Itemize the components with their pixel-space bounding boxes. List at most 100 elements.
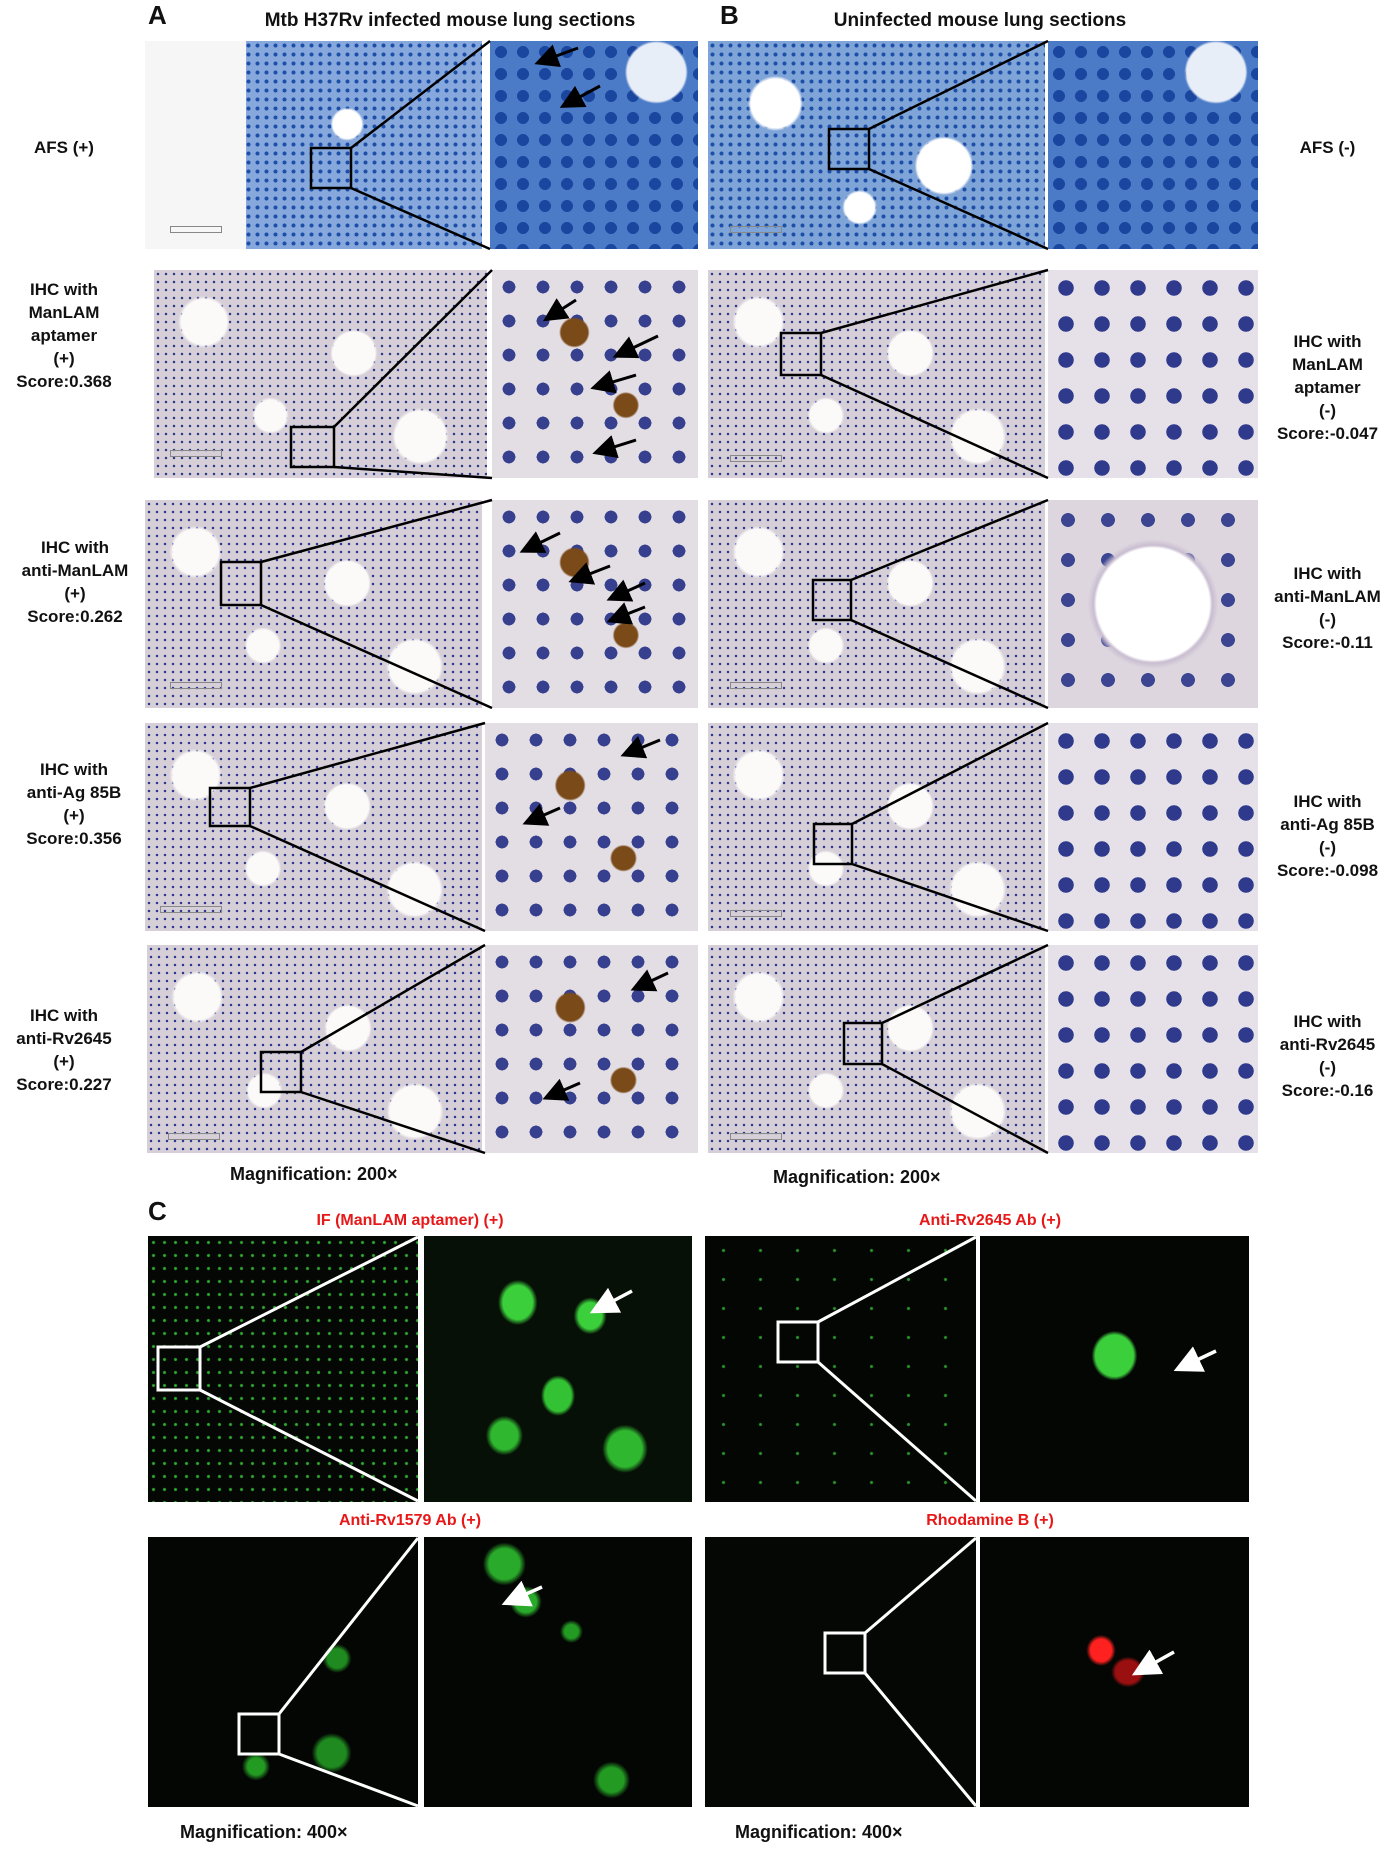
zoom-connector (817, 1235, 977, 1324)
black-arrow (534, 44, 579, 68)
anti-rv2645-title: Anti-Rv2645 Ab (+) (918, 1212, 1062, 1229)
panel-c-magnification-right: Magnification: 400× (735, 1822, 903, 1842)
row-label-line: IHC with (30, 1006, 98, 1025)
zoom-box (842, 1021, 884, 1066)
white-arrow (501, 1580, 543, 1607)
ihc-anti-ag85b-uninfected-overview (708, 723, 1045, 931)
scale-bar (730, 910, 782, 917)
zoom-connector (851, 862, 1049, 933)
black-arrow (606, 579, 646, 602)
zoom-connector (820, 373, 1049, 480)
panel-a-title: Mtb H37Rv infected mouse lung sections (264, 10, 636, 31)
rhodamine-b-title: Rhodamine B (+) (926, 1512, 1054, 1529)
right-row-label: IHC with anti-Ag 85B (-) Score:-0.098 (1262, 790, 1393, 882)
zoom-box (156, 1345, 202, 1392)
zoom-box (289, 425, 336, 469)
scale-bar (730, 1133, 782, 1140)
row-label-line: anti-Ag 85B (1280, 815, 1375, 834)
black-arrow (568, 562, 611, 585)
row-label-line: ManLAM (28, 303, 100, 322)
zoom-connector (850, 498, 1049, 582)
zoom-connector (199, 1388, 419, 1503)
zoom-box (776, 1320, 820, 1364)
zoom-box (309, 146, 353, 190)
scale-bar (730, 226, 782, 233)
anti-rv2645-overview (705, 1236, 976, 1502)
ihc-aptamer-infected-overview (154, 270, 487, 478)
scale-bar (160, 906, 222, 913)
zoom-box (208, 786, 252, 828)
panel-b-magnification: Magnification: 200× (773, 1167, 941, 1187)
zoom-connector (881, 943, 1049, 1025)
black-arrow (612, 334, 659, 359)
row-label-line: IHC with (40, 760, 108, 779)
row-label-line: AFS (+) (34, 138, 94, 157)
ihc-anti-rv2645-uninfected-overview (708, 945, 1045, 1153)
zoom-box (811, 578, 853, 622)
zoom-connector (300, 943, 486, 1054)
zoom-box (823, 1631, 867, 1675)
zoom-connector (300, 1090, 486, 1155)
row-label-line: Score:0.368 (16, 372, 112, 391)
left-row-label: AFS (+) (0, 136, 128, 159)
black-arrow (559, 84, 601, 108)
ihc-aptamer-uninfected-overview (708, 270, 1045, 478)
row-label-line: IHC with (1293, 332, 1362, 351)
row-label-line: aptamer (30, 326, 98, 345)
row-label-line: anti-Rv2645 (16, 1029, 112, 1048)
row-label-line: anti-Rv2645 (1279, 1035, 1376, 1054)
panel-letter-b: B (720, 0, 739, 30)
right-row-label: AFS (-) (1262, 136, 1393, 159)
row-label-line: ManLAM (1292, 355, 1363, 374)
row-label-line: (+) (64, 584, 86, 603)
row-label-line: IHC with (1293, 1012, 1362, 1031)
ihc-anti-rv2645-infected-zoom (485, 945, 698, 1153)
scale-bar (170, 450, 222, 457)
row-label-line: Score:-0.098 (1276, 861, 1379, 880)
row-label-line: anti-Ag 85B (26, 783, 122, 802)
row-label-line: (-) (1319, 610, 1336, 629)
black-arrow (519, 531, 561, 553)
row-label-line: Score:0.356 (26, 829, 122, 848)
ihc-anti-manlam-infected-overview (145, 500, 482, 708)
row-label-line: (-) (1319, 838, 1336, 857)
row-label-line: (-) (1319, 1058, 1336, 1077)
zoom-connector (863, 1672, 978, 1807)
scale-bar (730, 682, 782, 689)
row-label-line: (+) (63, 806, 85, 825)
row-label-line: anti-ManLAM (21, 561, 129, 580)
rhodamine-b-zoom (980, 1537, 1249, 1807)
ihc-aptamer-uninfected-zoom (1048, 270, 1258, 478)
zoom-connector (277, 1537, 420, 1715)
black-arrow (522, 803, 561, 826)
panel-c-magnification-left: Magnification: 400× (180, 1822, 348, 1842)
row-label-line: AFS (-) (1299, 138, 1356, 157)
row-label-line: (-) (1319, 401, 1336, 420)
ihc-anti-ag85b-uninfected-zoom (1048, 723, 1258, 931)
zoom-connector (199, 1235, 419, 1349)
row-label-line: anti-ManLAM (1274, 587, 1381, 606)
row-label-line: Score:-0.047 (1276, 424, 1379, 443)
row-label-line: (+) (53, 1052, 75, 1071)
black-arrow (606, 602, 646, 625)
white-arrow (1173, 1346, 1217, 1372)
if-aptamer-overview (148, 1236, 418, 1502)
zoom-box (237, 1712, 281, 1756)
black-arrow (542, 1078, 581, 1101)
white-arrow (589, 1287, 633, 1314)
zoom-connector (350, 40, 491, 149)
zoom-connector (820, 268, 1049, 335)
row-label-line: IHC with (1293, 792, 1362, 811)
scale-bar (730, 455, 782, 462)
row-label-line: Score:0.262 (27, 607, 123, 626)
ihc-anti-manlam-uninfected-overview (708, 500, 1045, 708)
ihc-anti-rv2645-uninfected-zoom (1048, 945, 1258, 1153)
row-label-line: Score:0.227 (16, 1075, 112, 1094)
zoom-box (812, 822, 854, 866)
black-arrow (630, 969, 669, 992)
zoom-box (259, 1050, 303, 1094)
ihc-anti-manlam-uninfected-zoom (1048, 500, 1258, 708)
afs-infected-zoom (490, 41, 698, 249)
